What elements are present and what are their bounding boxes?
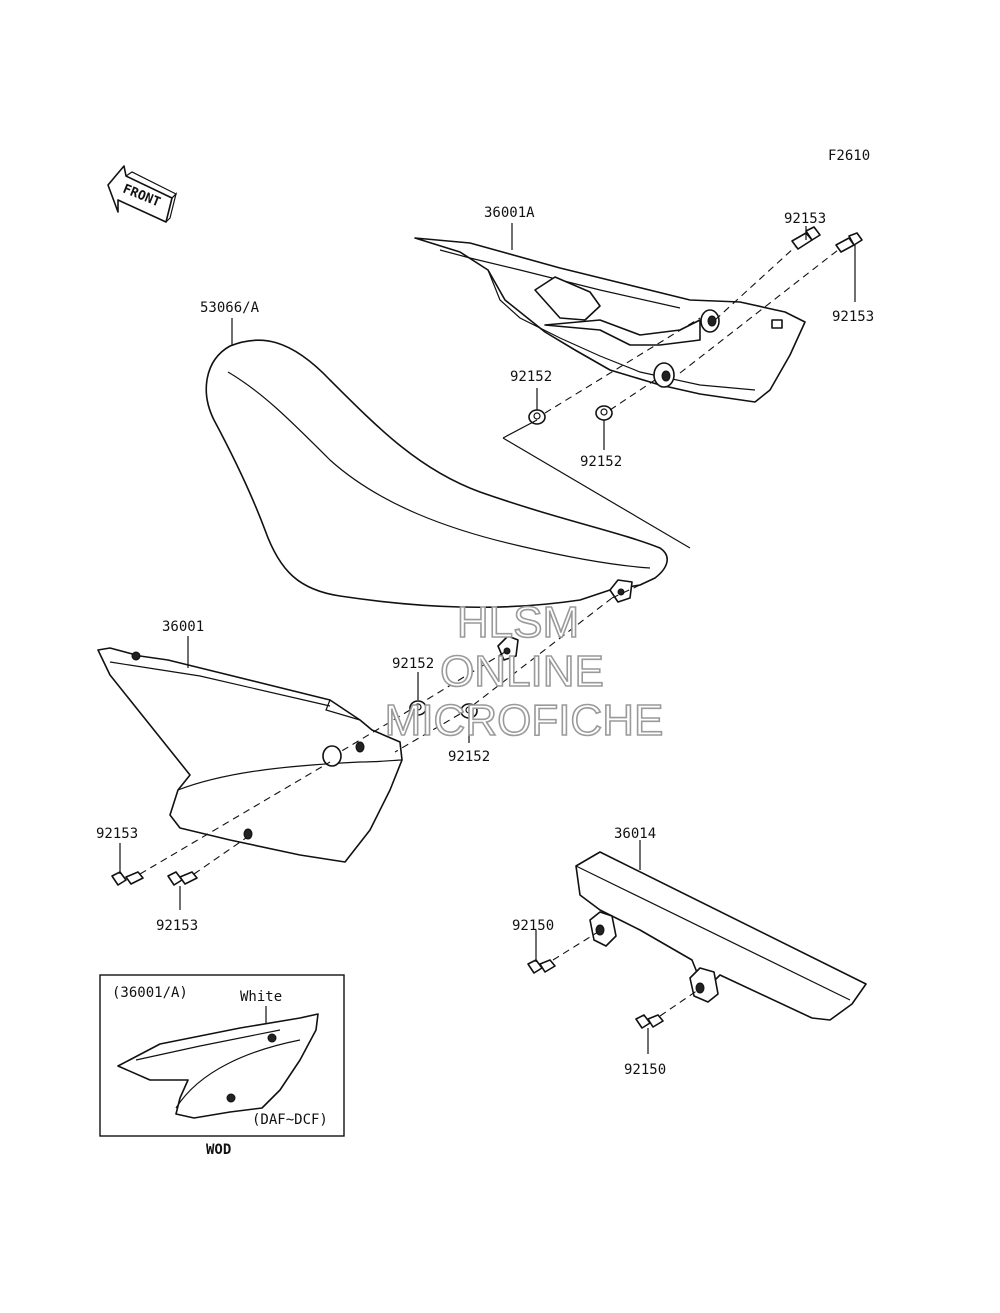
figure-code: F2610: [828, 148, 870, 164]
front-arrow-icon: FRONT: [107, 165, 178, 223]
label-92153-left1: 92153: [96, 826, 138, 842]
watermark-line3: MICROFICHE: [385, 696, 664, 745]
label-92152-mid1: 92152: [392, 656, 434, 672]
label-92153-top2: 92153: [832, 309, 874, 325]
bolt-92150-2: [635, 1014, 664, 1029]
chain-cover: [575, 851, 867, 1021]
label-92150-2: 92150: [624, 1062, 666, 1078]
watermark: HLSM ONLINE MICROFICHE: [384, 597, 664, 746]
grommet-92152-mid1: [409, 700, 427, 716]
side-cover-a: [414, 237, 806, 403]
label-36001: 36001: [162, 619, 204, 635]
label-92150-1: 92150: [512, 918, 554, 934]
bolt-92150-1: [527, 959, 556, 974]
bolt-92153-left1: [111, 871, 144, 886]
inset-range-note: (DAF~DCF): [252, 1112, 328, 1128]
seat: [205, 339, 668, 661]
side-cover: [97, 647, 403, 863]
inset-title: (36001/A): [112, 985, 188, 1001]
bolt-92153-top1: [791, 226, 821, 250]
inset-color-note: White: [240, 989, 282, 1005]
label-92152-top2: 92152: [580, 454, 622, 470]
label-92153-left2: 92153: [156, 918, 198, 934]
label-92152-top1: 92152: [510, 369, 552, 385]
label-36001a: 36001A: [484, 205, 535, 221]
grommet-92152-top1: [528, 409, 546, 425]
label-53066a: 53066/A: [200, 300, 260, 316]
label-92153-top1: 92153: [784, 211, 826, 227]
inset-box: (36001/A) White (DAF~DCF): [99, 974, 345, 1137]
watermark-line2: ONLINE: [440, 647, 604, 696]
label-36014: 36014: [614, 826, 656, 842]
grommet-92152-top2: [595, 405, 613, 421]
label-92152-mid2: 92152: [448, 749, 490, 765]
watermark-line1: HLSM: [457, 598, 579, 647]
inset-caption: WOD: [206, 1142, 231, 1158]
bolt-92153-left2: [167, 871, 198, 886]
bolt-92153-top2: [835, 232, 863, 253]
